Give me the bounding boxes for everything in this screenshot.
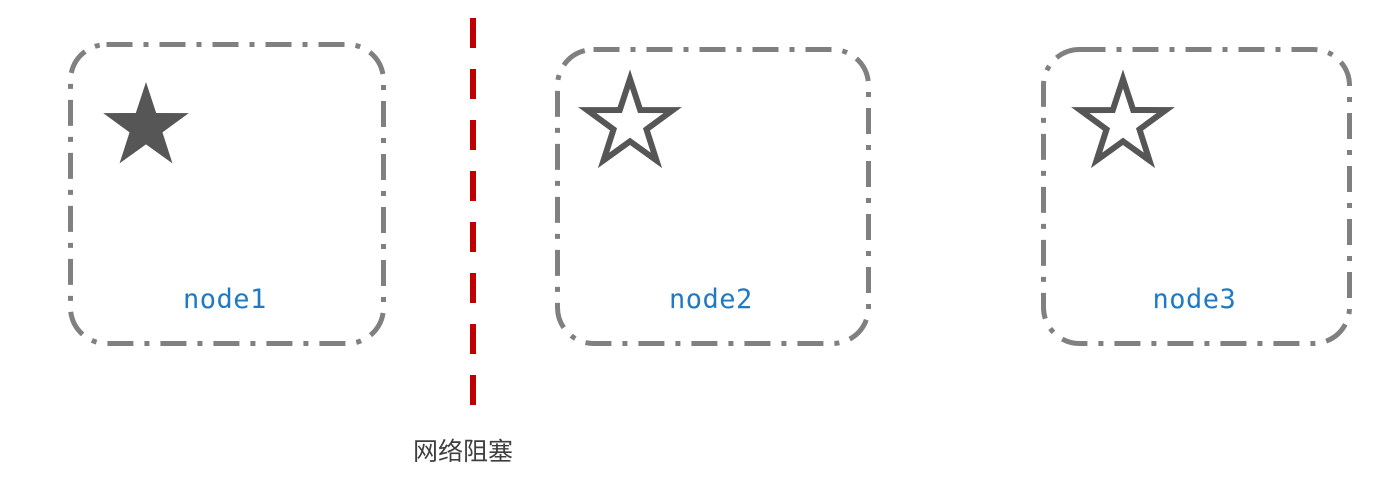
node-group-node1 (68, 42, 386, 346)
network-partition-label: 网络阻塞 (413, 437, 514, 466)
star-icon-node1 (103, 82, 189, 164)
node-boundary-node2 (555, 47, 871, 346)
node-label-node2: node2 (669, 284, 753, 315)
star-icon-node3 (1071, 69, 1175, 169)
node-boundary-node3 (1041, 47, 1352, 346)
node-label-node3: node3 (1152, 284, 1237, 315)
node-label-node1: node1 (183, 284, 267, 315)
star-icon-node2 (578, 69, 682, 169)
node-group-node3 (1041, 47, 1352, 346)
node-boundary-node1 (68, 42, 386, 346)
node-group-node2 (555, 47, 871, 346)
